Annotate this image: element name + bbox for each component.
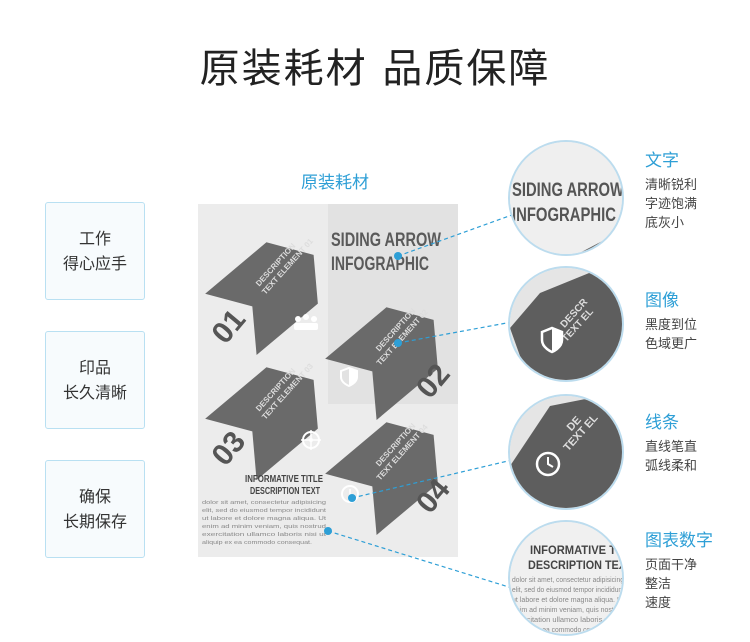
zoom-svg: DE TEXT EL [510, 396, 622, 508]
zoom-svg: SIDING ARROW INFOGRAPHIC [510, 142, 624, 254]
zoom-svg: INFORMATIVE TIT DESCRIPTION TEX dolor si… [510, 522, 624, 634]
feature-box-work: 工作 得心应手 [45, 202, 145, 300]
feature-line: 长久清晰 [62, 383, 127, 402]
arrow-shape [205, 367, 318, 480]
caption-line: 清晰锐利 [645, 178, 698, 193]
caption-title: 图表数字 [645, 531, 713, 551]
caption-body: 直线笔直 弧线柔和 [645, 438, 697, 476]
connector-dot [324, 527, 332, 535]
body-text-line: elit, sed do eiusmod tempor incididunt [202, 508, 327, 514]
connector-dot [394, 252, 402, 260]
caption-body: 黑度到位 色域更广 [645, 316, 697, 354]
clock-icon [535, 451, 561, 477]
feature-line: 工作 [78, 229, 111, 248]
page-title: 原装耗材 品质保障 [199, 46, 551, 92]
zoom-bg [510, 142, 622, 254]
caption-line: 字迹饱满 [645, 197, 698, 212]
caption-title: 线条 [645, 413, 679, 433]
connector-line [397, 214, 513, 257]
body-text-line: ut labore et dolore magna aliqua. Ut [202, 516, 327, 522]
zoom-body-line: aliquip ex ea commodo consequat. [512, 627, 616, 634]
caption-image-quality: 图像 黑度到位 色域更广 [645, 290, 697, 354]
zoom-body-line: elit, sed do eiusmod tempor incididunt [512, 587, 624, 594]
arrow-shape [205, 242, 318, 355]
zoom-circle-text: SIDING ARROW INFOGRAPHIC [508, 140, 624, 256]
arrow-shape [325, 307, 438, 420]
feature-box-print: 印品 长久清晰 [45, 331, 145, 429]
zoom-body-line: dolor sit amet, consectetur adipisicing [512, 577, 624, 584]
connector-dot [394, 339, 402, 347]
zoom-circle-chart: INFORMATIVE TIT DESCRIPTION TEX dolor si… [508, 520, 624, 636]
zoom-svg: DESCR TEXT EL [510, 268, 622, 380]
shield-icon [340, 366, 358, 388]
zoom-arrow-fragment [510, 396, 622, 508]
printed-sample: DESCRIPTION TEXT ELEMENT 01 01 SIDING AR… [198, 204, 458, 557]
caption-text-quality: 文字 清晰锐利 字迹饱满 底灰小 [645, 150, 697, 233]
headline-line1: SIDING ARROW [331, 230, 441, 251]
caption-title: 图像 [645, 291, 679, 311]
feature-line: 长期保存 [62, 512, 127, 531]
caption-title: 文字 [645, 151, 679, 171]
caption-line-quality: 线条 直线笔直 弧线柔和 [645, 412, 697, 476]
zoom-body-line: exercitation ullamco laboris nisi ut [512, 617, 624, 624]
caption-line: 速度 [645, 596, 672, 611]
connector-line [397, 321, 513, 344]
connector-line [327, 530, 513, 589]
zoom-body-line: enim ad minim veniam, quis nostrud [512, 607, 624, 614]
feature-box-storage: 确保 长期保存 [45, 460, 145, 558]
caption-line: 黑度到位 [645, 318, 698, 333]
connector-line [351, 459, 513, 499]
zoom-info1: INFORMATIVE TIT [530, 543, 624, 557]
people-icon [294, 314, 318, 330]
feature-line: 印品 [78, 358, 111, 377]
caption-line: 页面干净 [645, 558, 698, 573]
body-text-line: enim ad minim veniam, quis nostrud [202, 524, 326, 530]
arrow-shape [325, 422, 438, 535]
body-text-line: aliquip ex ea commodo consequat. [202, 540, 313, 546]
caption-line: 整洁 [645, 577, 672, 592]
shield-icon [540, 326, 564, 354]
info-title-line1: INFORMATIVE TITLE [245, 474, 323, 485]
zoom-headline2: INFOGRAPHIC [512, 205, 616, 226]
feature-line: 确保 [78, 487, 111, 506]
zoom-circle-image: DESCR TEXT EL [508, 266, 624, 382]
caption-line: 色域更广 [645, 337, 698, 352]
zoom-bg [510, 522, 622, 634]
connector-dot [348, 494, 356, 502]
caption-body: 清晰锐利 字迹饱满 底灰小 [645, 176, 697, 233]
caption-line: 底灰小 [645, 216, 685, 231]
feature-line: 得心应手 [62, 254, 127, 273]
caption-line: 直线笔直 [645, 440, 698, 455]
body-text-line: dolor sit amet, consectetur adipisicing [202, 500, 326, 506]
caption-body: 页面干净 整洁 速度 [645, 556, 713, 613]
body-text-line: exercitation ullamco laboris nisi ut [202, 532, 327, 538]
caption-line: 弧线柔和 [645, 459, 698, 474]
document-label: 原装耗材 [301, 173, 369, 193]
zoom-circle-lines: DE TEXT EL [508, 394, 624, 510]
zoom-headline1: SIDING ARROW [512, 180, 624, 201]
zoom-info2: DESCRIPTION TEX [528, 558, 624, 572]
headline-line2: INFOGRAPHIC [331, 254, 429, 275]
info-title-line2: DESCRIPTION TEXT [250, 486, 320, 497]
caption-chart-quality: 图表数字 页面干净 整洁 速度 [645, 530, 713, 613]
zoom-body-line: ut labore et dolore magna aliqua. Ut [512, 597, 624, 604]
target-icon [301, 430, 321, 450]
zoom-arrow-fragment [510, 268, 622, 380]
